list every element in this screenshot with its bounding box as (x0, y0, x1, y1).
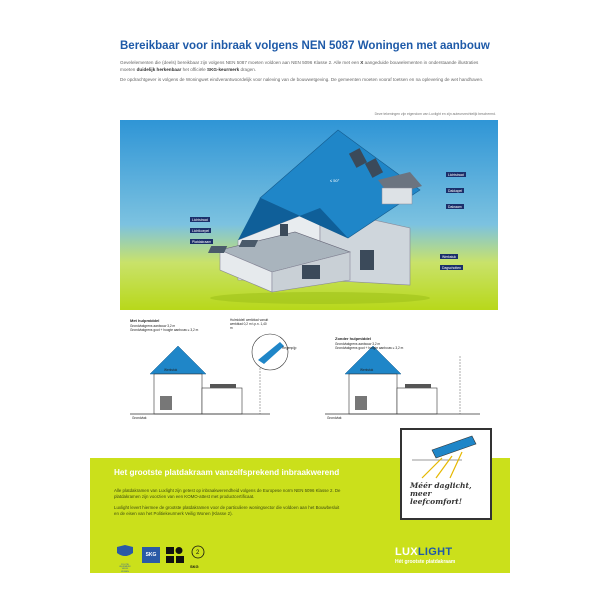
pkvw-logo: POLITIE KEURMERK VEILIG WONEN (114, 545, 136, 573)
pkvw-shield-icon (117, 545, 133, 556)
skg-stars-logo: 2 SKG (190, 545, 214, 569)
intro-paragraph-2: De opdrachtgever is volgens de Woningwet… (120, 77, 484, 83)
luxlight-brand: LUXLIGHT Hét grootste platdakraam (395, 546, 495, 565)
flat-roof-window-2 (238, 240, 259, 247)
intro-paragraph-1: Gevelelementen die (deels) bereikbaar zi… (120, 60, 479, 72)
sketch-with-tool (130, 333, 289, 415)
sketch-right-note-1: Grondvlakgrens aanbouw 3,2 m (335, 342, 381, 346)
label-dakraam: Dakraam (446, 204, 464, 209)
label-dagschotten: Dagschotten (440, 265, 464, 270)
svg-text:2: 2 (196, 550, 200, 556)
sketch-left-werkstuk: Werkstuk (164, 368, 178, 372)
badge-slogan: Méér daglicht, meer leefcomfort! (410, 481, 472, 506)
sketch-left-door (160, 396, 172, 410)
sketch-right-door (355, 396, 367, 410)
house-drawing: ≤ 50° (120, 120, 498, 310)
sketch-left-grondvlak: Grondvlak (132, 416, 147, 420)
daylight-badge: Méér daglicht, meer leefcomfort! (400, 428, 492, 520)
sketch-right-title: Zonder hulpmiddel (335, 336, 371, 341)
ground-shadow (210, 292, 430, 304)
komo-logo (166, 547, 184, 563)
brochure-page: Bereikbaar voor inbraak volgens NEN 5087… (90, 28, 510, 573)
sketch-right-extension (396, 387, 438, 415)
green-title: Het grootste platdakraam vanzelfsprekend… (114, 468, 340, 477)
green-body-text: Alle platdakramen van Luxlight zijn gete… (114, 488, 344, 521)
brand-logo: LUXLIGHT (395, 546, 453, 558)
skg-logo-blue: SKG (142, 547, 160, 563)
side-window (360, 250, 374, 270)
flat-roof-window-1 (207, 246, 228, 253)
skg-star-icon: 2 (191, 545, 205, 559)
label-lichtkoepel: Lichtkoepel (190, 228, 212, 233)
label-dakkapel: Dakkapel (446, 188, 465, 193)
upper-window (280, 224, 288, 236)
sketch-without-tool (325, 345, 480, 415)
sketch-left-note-1: Grondvlakgrens aanbouw 3,2 m (130, 324, 176, 328)
sketch-detail-roof (258, 342, 284, 364)
sketch-callout: Hulmiddel/ werkblad vanuit werkblad 0,2 … (230, 318, 269, 330)
skylight-sketch-icon (412, 435, 477, 479)
label-platdakraam: Platdakraam (190, 239, 214, 244)
label-werkstuk: Werkstuk (440, 254, 459, 259)
main-roof (259, 129, 421, 239)
extension-window (302, 265, 320, 279)
roof-side (238, 198, 348, 240)
intro-text: Gevelelementen die (deels) bereikbaar zi… (120, 60, 490, 88)
dormer (381, 187, 413, 205)
page-title: Bereikbaar voor inbraak volgens NEN 5087… (120, 40, 490, 52)
sketch-left-note-2: Grondvlakgrens goot + hoogte aanbouw ≤ 3… (130, 328, 199, 332)
label-lichtstraat-left: Lichtstraat (190, 217, 210, 222)
house-illustration: ≤ 50° Lichtstraat Dakkapel Dakraam Licht… (120, 120, 498, 310)
sketch-right-grondvlak: Grondvlak (327, 416, 342, 420)
sketch-left-extension (201, 387, 243, 415)
certification-logos: POLITIE KEURMERK VEILIG WONEN SKG (114, 543, 264, 573)
roof-window-2 (364, 158, 384, 178)
komo-icon (166, 547, 184, 563)
sketch-left-roof (149, 345, 207, 375)
sketch-right-flat-window (405, 384, 431, 388)
label-lichtstraat-right: Lichtstraat (446, 172, 466, 177)
roof-angle-label: ≤ 50° (330, 178, 340, 183)
drawing-credit: Deze tekeningen zijn eigendom van Luxlig… (374, 112, 496, 116)
brand-tagline: Hét grootste platdakraam (395, 559, 456, 565)
technical-sketches: Met hulpmiddel Grondvlakgrens aanbouw 3,… (120, 316, 498, 426)
green-paragraph-1: Alle platdakramen van Luxlight zijn gete… (114, 488, 341, 500)
green-paragraph-2: Luxlight levert hiermee de grootste plat… (114, 504, 340, 516)
roof-window-1 (348, 148, 368, 168)
sketch-right-werkstuk: Werkstuk (360, 368, 374, 372)
sketch-left-title: Met hulpmiddel (130, 318, 160, 323)
sketch-right-note-2: Grondvlakgrens goot + hoogte aanbouw ≤ 3… (335, 346, 404, 350)
sketch-callout-regenpijp: Regenpijp (282, 346, 297, 350)
sketch-left-flat-window (210, 384, 236, 388)
sketch-drawings (130, 333, 480, 415)
